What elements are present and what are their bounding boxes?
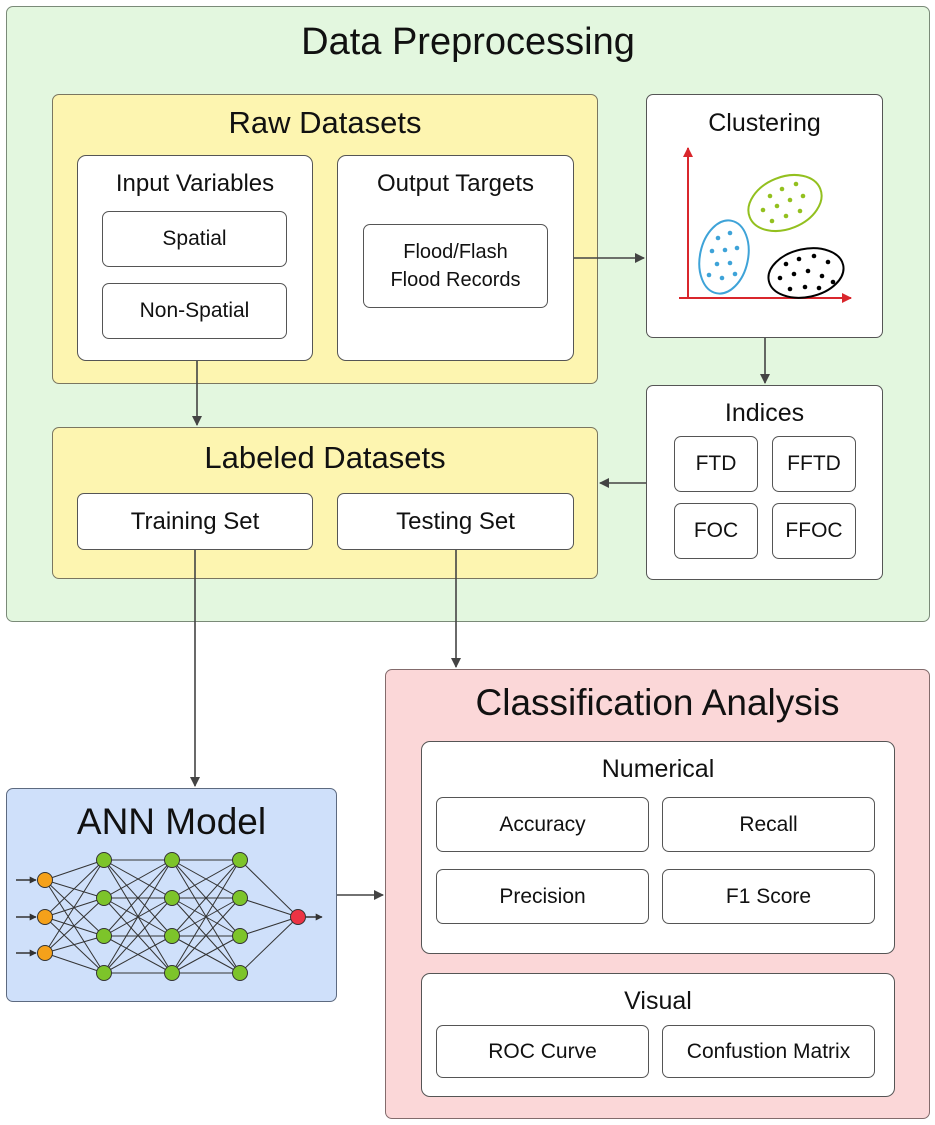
nn-connection (103, 897, 173, 974)
flood-records-line2: Flood Records (390, 269, 521, 291)
output-targets-title: Output Targets (377, 170, 534, 197)
hidden-neuron (164, 965, 180, 981)
nn-connection (44, 916, 105, 937)
scatter-plot-icon (679, 147, 852, 303)
input-neuron (37, 945, 53, 961)
recall-label: Recall (739, 812, 798, 836)
labeled-datasets-title: Labeled Datasets (204, 440, 446, 475)
precision-label: Precision (499, 884, 586, 908)
accuracy-label: Accuracy (499, 812, 586, 836)
flood-records-line1: Flood/Flash (403, 241, 508, 263)
ftd-box: FTD (674, 436, 758, 492)
confusion-matrix-label: Confustion Matrix (686, 1039, 851, 1063)
foc-box: FOC (674, 503, 758, 559)
nn-connection (44, 897, 105, 918)
roc-curve-box: ROC Curve (436, 1025, 649, 1078)
accuracy-box: Accuracy (436, 797, 649, 852)
hidden-neuron (232, 928, 248, 944)
hidden-neuron (164, 852, 180, 868)
spatial-box: Spatial (102, 211, 287, 267)
hidden-neuron (232, 890, 248, 906)
input-neuron (37, 872, 53, 888)
nn-connection (239, 916, 299, 974)
ann-model-title: ANN Model (76, 801, 267, 842)
training-set-label: Training Set (130, 507, 260, 535)
visual-title: Visual (624, 987, 692, 1015)
input-neuron (37, 909, 53, 925)
classification-analysis-title: Classification Analysis (475, 682, 840, 723)
hidden-neuron (96, 890, 112, 906)
hidden-neuron (164, 890, 180, 906)
hidden-neuron (232, 965, 248, 981)
cluster-green (747, 174, 823, 232)
nn-connection (103, 859, 173, 974)
indices-title: Indices (724, 399, 805, 427)
data-preprocessing-title: Data Preprocessing (301, 21, 635, 63)
foc-label: FOC (693, 519, 739, 542)
hidden-neuron (164, 928, 180, 944)
ffoc-label: FFOC (785, 519, 843, 542)
non-spatial-box: Non-Spatial (102, 283, 287, 339)
clustering-title: Clustering (708, 109, 821, 137)
nn-connection (44, 859, 105, 918)
hidden-neuron (232, 852, 248, 868)
fftd-box: FFTD (772, 436, 856, 492)
nn-connection (103, 859, 173, 937)
flow-arrows (190, 253, 770, 900)
nn-connection (103, 859, 173, 899)
nn-connection (44, 935, 105, 954)
nn-connection (171, 859, 241, 937)
output-neuron (290, 909, 306, 925)
nn-connection (239, 859, 299, 918)
spatial-label: Spatial (162, 227, 227, 250)
nn-connection (103, 935, 173, 974)
nn-connection (44, 897, 105, 954)
hidden-neuron (96, 965, 112, 981)
f1-score-label: F1 Score (725, 884, 812, 908)
testing-set-label: Testing Set (396, 507, 515, 535)
flood-records-box: Flood/Flash Flood Records (363, 224, 548, 308)
confusion-matrix-box: Confustion Matrix (662, 1025, 875, 1078)
raw-datasets-title: Raw Datasets (228, 105, 422, 140)
nn-connection (44, 952, 105, 974)
numerical-title: Numerical (601, 755, 715, 783)
hidden-neuron (96, 852, 112, 868)
fftd-label: FFTD (787, 452, 841, 475)
precision-box: Precision (436, 869, 649, 924)
non-spatial-label: Non-Spatial (139, 299, 250, 322)
recall-box: Recall (662, 797, 875, 852)
nn-connection (239, 916, 299, 937)
nn-connection (171, 859, 241, 974)
neural-network-icon (16, 852, 323, 981)
nn-connection (44, 859, 105, 881)
nn-connection (171, 859, 241, 899)
hidden-neuron (96, 928, 112, 944)
nn-connection (171, 897, 241, 974)
f1-score-box: F1 Score (662, 869, 875, 924)
ffoc-box: FFOC (772, 503, 856, 559)
ftd-label: FTD (695, 452, 737, 475)
nn-connection (44, 859, 105, 954)
roc-curve-label: ROC Curve (488, 1039, 597, 1063)
testing-set-box: Testing Set (337, 493, 574, 550)
input-variables-title: Input Variables (115, 170, 275, 197)
cluster-blue (698, 219, 750, 295)
training-set-box: Training Set (77, 493, 313, 550)
cluster-black (767, 247, 845, 299)
nn-connection (239, 897, 299, 918)
nn-connection (171, 935, 241, 974)
